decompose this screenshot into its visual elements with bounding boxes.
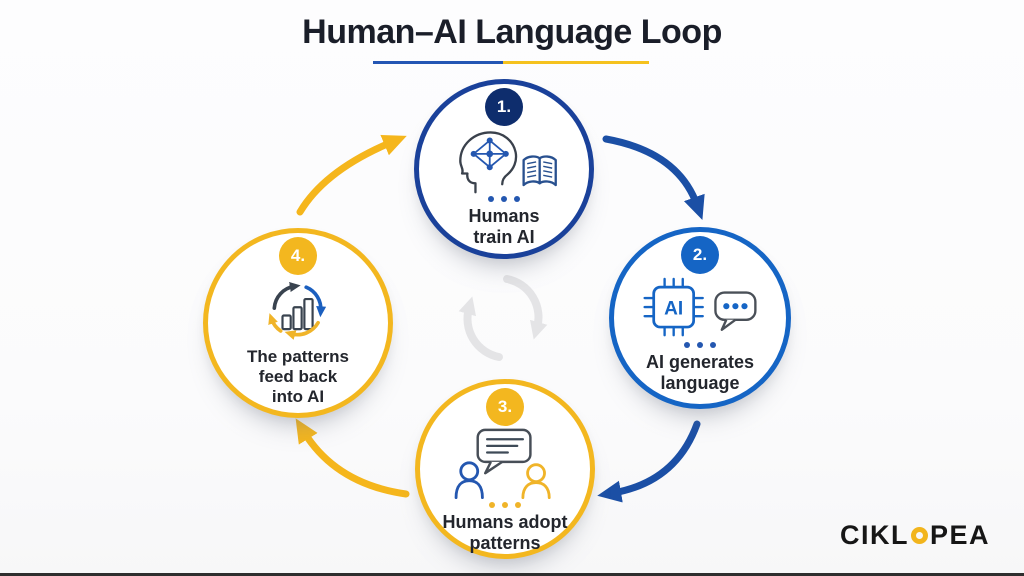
title-underline <box>373 61 649 64</box>
step-node-humans-adopt-patterns: 3. Humans adopt patterns <box>415 379 595 559</box>
step-node-ai-generates-language: 2. AI AI generates language <box>609 227 791 409</box>
logo-text-after-o: PEA <box>929 520 990 550</box>
head-neural-network-book-icon <box>459 131 557 194</box>
step-node-humans-train-ai: 1. Humans <box>414 79 594 259</box>
step-number-badge: 2. <box>681 236 719 274</box>
step-label: AI generates language <box>645 352 755 394</box>
ai-chip-chat-bubble-icon: AI <box>643 277 757 337</box>
ellipsis-dots <box>489 501 521 508</box>
step-label: Humans adopt patterns <box>442 511 568 553</box>
logo-text-before-o: CIKL <box>839 520 909 550</box>
arrow-node1-to-node2 <box>602 135 705 221</box>
svg-text:AI: AI <box>664 298 683 319</box>
ciklopea-logo: CIKL PEA <box>840 520 990 551</box>
step-number-badge: 4. <box>279 237 317 275</box>
step-label: The patterns feed back into AI <box>246 347 350 407</box>
underline-yellow-segment <box>503 61 649 64</box>
refresh-cycle-icon <box>458 275 548 361</box>
step-node-patterns-feed-back: 4. The pa <box>203 228 393 418</box>
bottom-border <box>0 573 1024 576</box>
ellipsis-dots <box>488 196 520 202</box>
page-title: Human–AI Language Loop <box>302 13 722 51</box>
step-number-badge: 1. <box>485 88 523 126</box>
logo-o-ring-icon <box>910 527 928 544</box>
underline-blue-segment <box>373 61 503 64</box>
arrow-node2-to-node3 <box>597 420 701 503</box>
arrow-node3-to-node4 <box>295 418 410 498</box>
chart-feedback-loop-icon <box>268 282 327 340</box>
ellipsis-dots <box>684 342 716 348</box>
step-number-badge: 3. <box>486 388 524 426</box>
arrow-node4-to-node1 <box>296 134 407 216</box>
people-conversation-icon <box>454 428 551 500</box>
step-label: Humans train AI <box>468 206 540 248</box>
